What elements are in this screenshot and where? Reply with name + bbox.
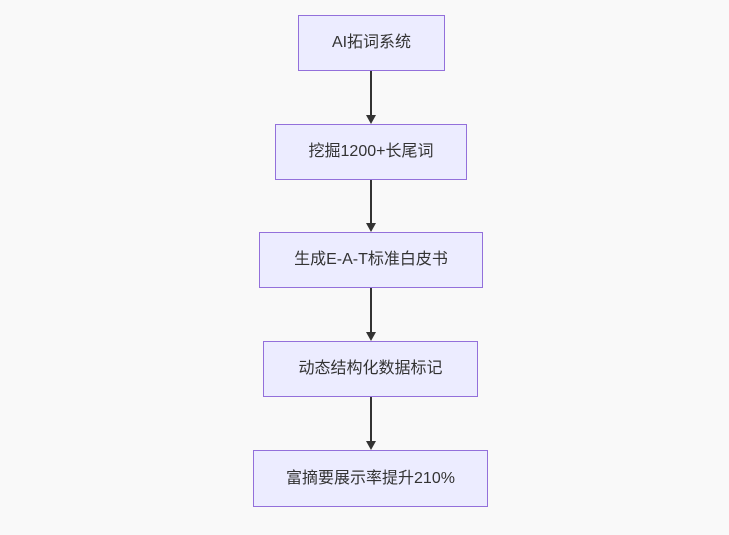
flow-arrow: [364, 71, 378, 124]
arrow-line: [370, 71, 372, 117]
arrow-head-icon: [366, 223, 376, 232]
flow-arrow: [364, 397, 378, 450]
flowchart-node-structured-data: 动态结构化数据标记: [263, 341, 478, 397]
node-label: 动态结构化数据标记: [298, 360, 443, 378]
arrow-head-icon: [366, 115, 376, 124]
flowchart-node-eat-whitepaper: 生成E-A-T标准白皮书: [259, 232, 483, 288]
flow-arrow: [364, 180, 378, 232]
arrow-line: [370, 288, 372, 334]
node-label: 富摘要展示率提升210%: [286, 469, 455, 487]
flowchart-node-rich-snippet-result: 富摘要展示率提升210%: [253, 450, 488, 507]
node-label: AI拓词系统: [331, 34, 412, 52]
node-label: 生成E-A-T标准白皮书: [294, 251, 448, 269]
node-label: 挖掘1200+长尾词: [308, 143, 434, 161]
flowchart-node-longtail-mining: 挖掘1200+长尾词: [275, 124, 467, 180]
arrow-head-icon: [366, 332, 376, 341]
arrow-head-icon: [366, 441, 376, 450]
flowchart-node-ai-word-expansion: AI拓词系统: [298, 15, 445, 71]
arrow-line: [370, 180, 372, 225]
arrow-line: [370, 397, 372, 443]
flow-arrow: [364, 288, 378, 341]
